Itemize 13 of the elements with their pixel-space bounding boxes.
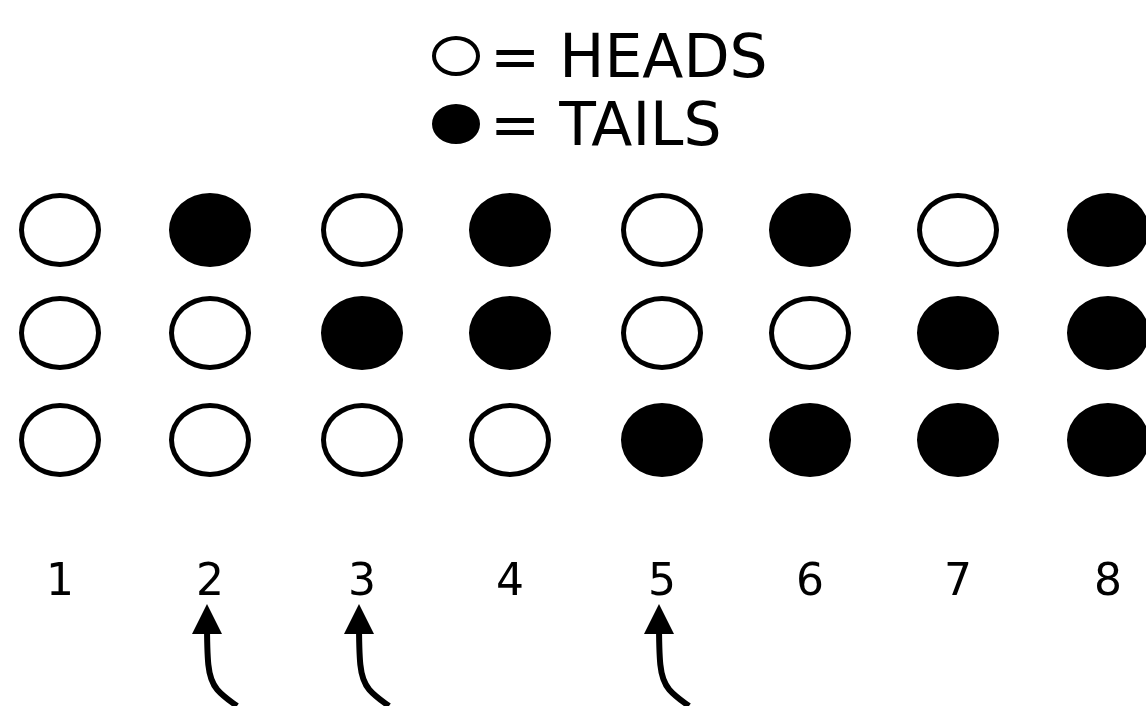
column-number: 7 [933, 558, 983, 606]
column-number: 4 [485, 558, 535, 606]
column-number: 3 [337, 558, 387, 606]
legend-text: = HEADS [490, 24, 768, 88]
curved-arrow [344, 604, 391, 706]
curved-arrow [192, 604, 239, 706]
column-number: 1 [35, 558, 85, 606]
column-number: 6 [785, 558, 835, 606]
curved-arrow [644, 604, 691, 706]
column-number: 5 [637, 558, 687, 606]
legend-text: = TAILS [490, 92, 722, 156]
column-number: 2 [185, 558, 235, 606]
column-number: 8 [1083, 558, 1133, 606]
